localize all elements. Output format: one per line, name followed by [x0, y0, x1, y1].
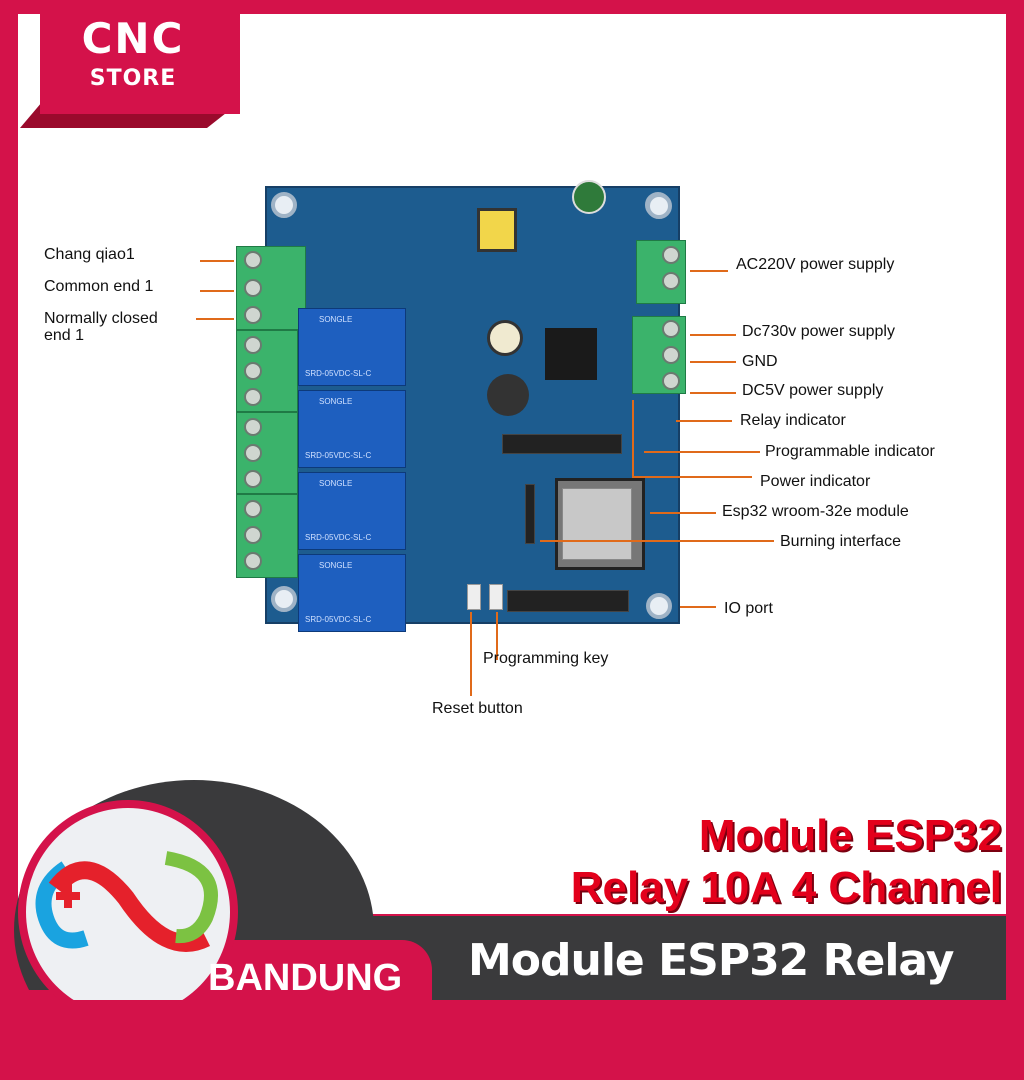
terminal-screw [662, 246, 680, 264]
relay-model: SRD-05VDC-SL-C [305, 615, 372, 624]
leader-line [680, 606, 716, 608]
terminal-screw [244, 279, 262, 297]
leader-line [690, 334, 736, 336]
relay-model: SRD-05VDC-SL-C [305, 533, 372, 542]
leader-line [632, 476, 752, 478]
mount-hole [646, 593, 672, 619]
mount-hole [646, 193, 672, 219]
bottom-border [0, 1000, 1024, 1024]
inductor [487, 374, 529, 416]
brand-circle-logo [18, 800, 238, 1024]
leader-line [632, 400, 634, 478]
leader-line [690, 361, 736, 363]
esp32-shield [562, 488, 632, 560]
infinity-logo-icon [35, 851, 218, 952]
logo-text-store: STORE [89, 66, 177, 91]
leader-line [196, 318, 234, 320]
leader-line [540, 540, 774, 542]
capacitor [487, 320, 523, 356]
location-label: BANDUNG [208, 957, 403, 999]
label-esp32-module: Esp32 wroom-32e module [722, 503, 909, 520]
store-logo [40, 14, 240, 114]
relay-model: SRD-05VDC-SL-C [305, 451, 372, 460]
terminal-screw [244, 470, 262, 488]
leader-line [644, 451, 760, 453]
relay-brand: SONGLE [319, 561, 353, 570]
label-common-end: Common end 1 [44, 278, 154, 295]
pin-header [502, 434, 622, 454]
leader-line [470, 612, 472, 696]
title-line-1: Module ESP32 [698, 811, 1002, 860]
location-tab [192, 940, 432, 1010]
label-programming-key: Programming key [483, 650, 609, 667]
label-normally-closed: Normally closed end 1 [44, 310, 158, 344]
leader-line [200, 260, 234, 262]
programming-key [489, 584, 503, 610]
terminal-screw [244, 251, 262, 269]
label-reset-button: Reset button [432, 700, 523, 717]
relay: SONGLE SRD-05VDC-SL-C [298, 308, 406, 386]
transformer [477, 208, 517, 252]
label-programmable-indicator: Programmable indicator [765, 443, 935, 460]
terminal-screw [244, 362, 262, 380]
terminal-screw [244, 388, 262, 406]
relay: SONGLE SRD-05VDC-SL-C [298, 472, 406, 550]
terminal-screw [244, 306, 262, 324]
terminal-screw [244, 336, 262, 354]
label-gnd: GND [742, 353, 778, 370]
burning-interface-header [525, 484, 535, 544]
leader-line [690, 270, 728, 272]
label-chang-qiao: Chang qiao1 [44, 246, 135, 263]
logo-text-cnc: CNC [81, 14, 185, 63]
mount-hole [271, 192, 297, 218]
label-power-indicator: Power indicator [760, 473, 871, 490]
terminal-screw [244, 526, 262, 544]
band-title: Module ESP32 Relay [468, 935, 954, 986]
terminal-screw [244, 552, 262, 570]
leader-line [496, 612, 498, 660]
terminal-screw [662, 372, 680, 390]
leader-line [650, 512, 716, 514]
product-title: Module ESP32 Relay 10A 4 Channel [571, 810, 1002, 914]
relay: SONGLE SRD-05VDC-SL-C [298, 554, 406, 632]
leader-line [690, 392, 736, 394]
relay-brand: SONGLE [319, 315, 353, 324]
label-burning-interface: Burning interface [780, 533, 901, 550]
terminal-screw [662, 320, 680, 338]
relay-brand: SONGLE [319, 397, 353, 406]
io-port-header [507, 590, 629, 612]
capacitor [572, 180, 606, 214]
relay-model: SRD-05VDC-SL-C [305, 369, 372, 378]
terminal-screw [244, 418, 262, 436]
title-line-2: Relay 10A 4 Channel [570, 863, 1002, 912]
label-dc730v: Dc730v power supply [742, 323, 895, 340]
leader-line [676, 420, 732, 422]
terminal-screw [244, 444, 262, 462]
relay: SONGLE SRD-05VDC-SL-C [298, 390, 406, 468]
label-ac220v: AC220V power supply [736, 256, 895, 273]
terminal-screw [244, 500, 262, 518]
label-dc5v: DC5V power supply [742, 382, 884, 399]
mount-hole [271, 586, 297, 612]
label-io-port: IO port [724, 600, 773, 617]
regulator-chip [545, 328, 597, 380]
label-relay-indicator: Relay indicator [740, 412, 846, 429]
terminal-screw [662, 346, 680, 364]
reset-button [467, 584, 481, 610]
relay-brand: SONGLE [319, 479, 353, 488]
leader-line [200, 290, 234, 292]
terminal-screw [662, 272, 680, 290]
